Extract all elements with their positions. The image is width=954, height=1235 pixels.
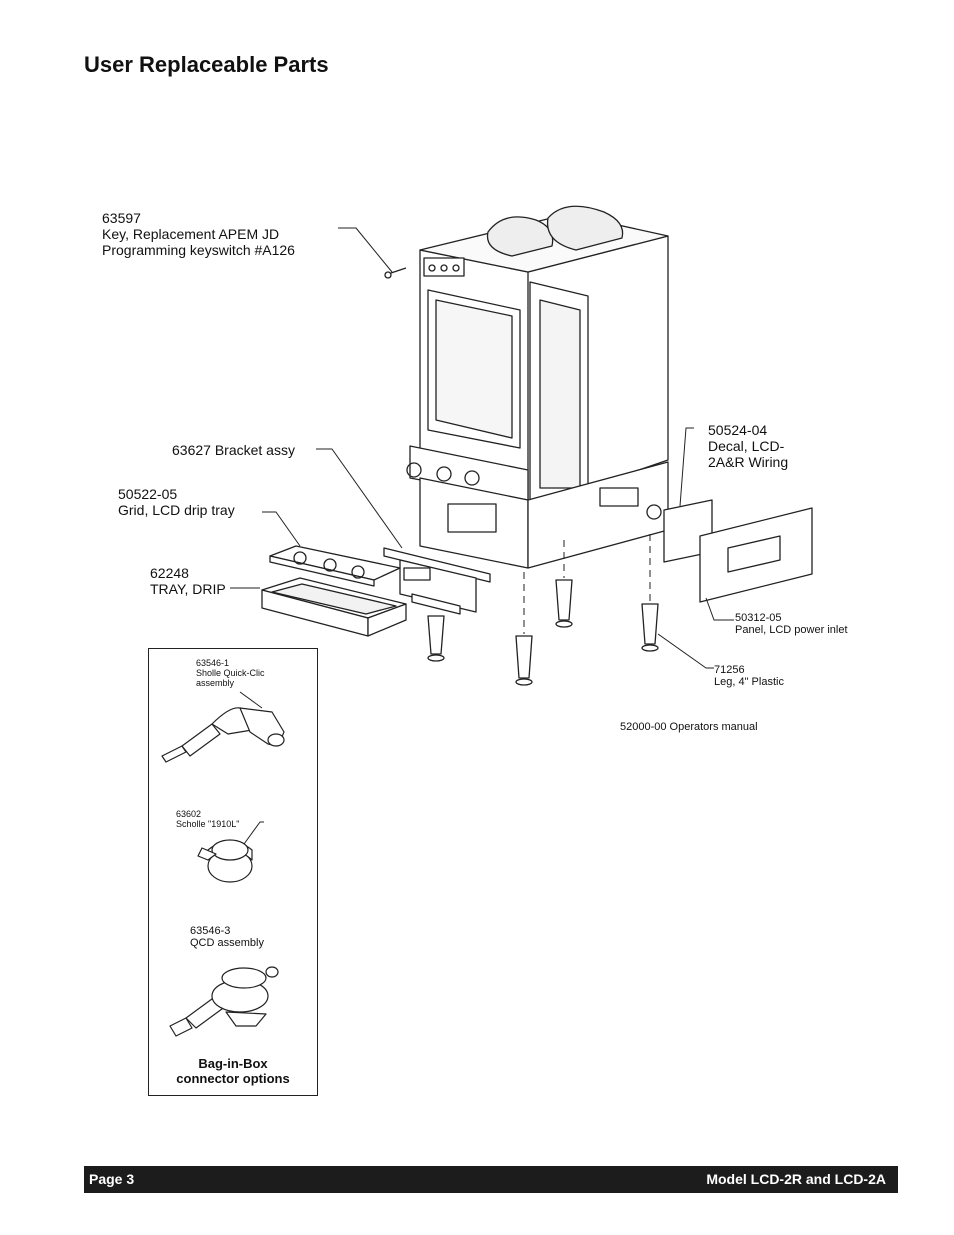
label-key-63597: 63597 Key, Replacement APEM JD Programmi… bbox=[102, 210, 295, 258]
label-quick-clic-63546-1: 63546-1 Sholle Quick-Clic assembly bbox=[196, 658, 265, 688]
model-label: Model LCD-2R and LCD-2A bbox=[706, 1171, 886, 1187]
label-grid-50522-05: 50522-05 Grid, LCD drip tray bbox=[118, 486, 235, 518]
label-operators-manual: 52000-00 Operators manual bbox=[620, 721, 758, 733]
replacement-key bbox=[384, 267, 407, 279]
label-leg-71256: 71256 Leg, 4" Plastic bbox=[714, 664, 784, 688]
label-qcd-63546-3: 63546-3 QCD assembly bbox=[190, 925, 264, 949]
dispenser-cabinet bbox=[406, 205, 669, 569]
qcd-connector bbox=[169, 966, 279, 1037]
legs bbox=[427, 579, 659, 686]
label-decal-50524-04: 50524-04 Decal, LCD- 2A&R Wiring bbox=[708, 422, 789, 470]
label-scholle-63602: 63602 Scholle "1910L" bbox=[176, 809, 240, 829]
label-bracket-63627: 63627 Bracket assy bbox=[172, 442, 295, 458]
drip-tray bbox=[261, 577, 407, 637]
bracket-assy bbox=[383, 547, 491, 615]
page-number: Page 3 bbox=[89, 1171, 135, 1187]
label-panel-50312-05: 50312-05 Panel, LCD power inlet bbox=[735, 612, 848, 636]
connector-options-caption: Bag-in-Box connector options bbox=[176, 1056, 290, 1086]
footer-bar: Page 3 Model LCD-2R and LCD-2A bbox=[84, 1166, 898, 1193]
page-title: User Replaceable Parts bbox=[84, 52, 329, 77]
scholle-1910l-connector bbox=[197, 821, 264, 883]
label-tray-62248: 62248 TRAY, DRIP bbox=[150, 565, 226, 597]
drip-tray-grid bbox=[269, 545, 401, 587]
connector-options-box bbox=[148, 648, 318, 1096]
power-inlet-panel bbox=[699, 507, 813, 603]
quick-clic-connector bbox=[161, 691, 285, 763]
